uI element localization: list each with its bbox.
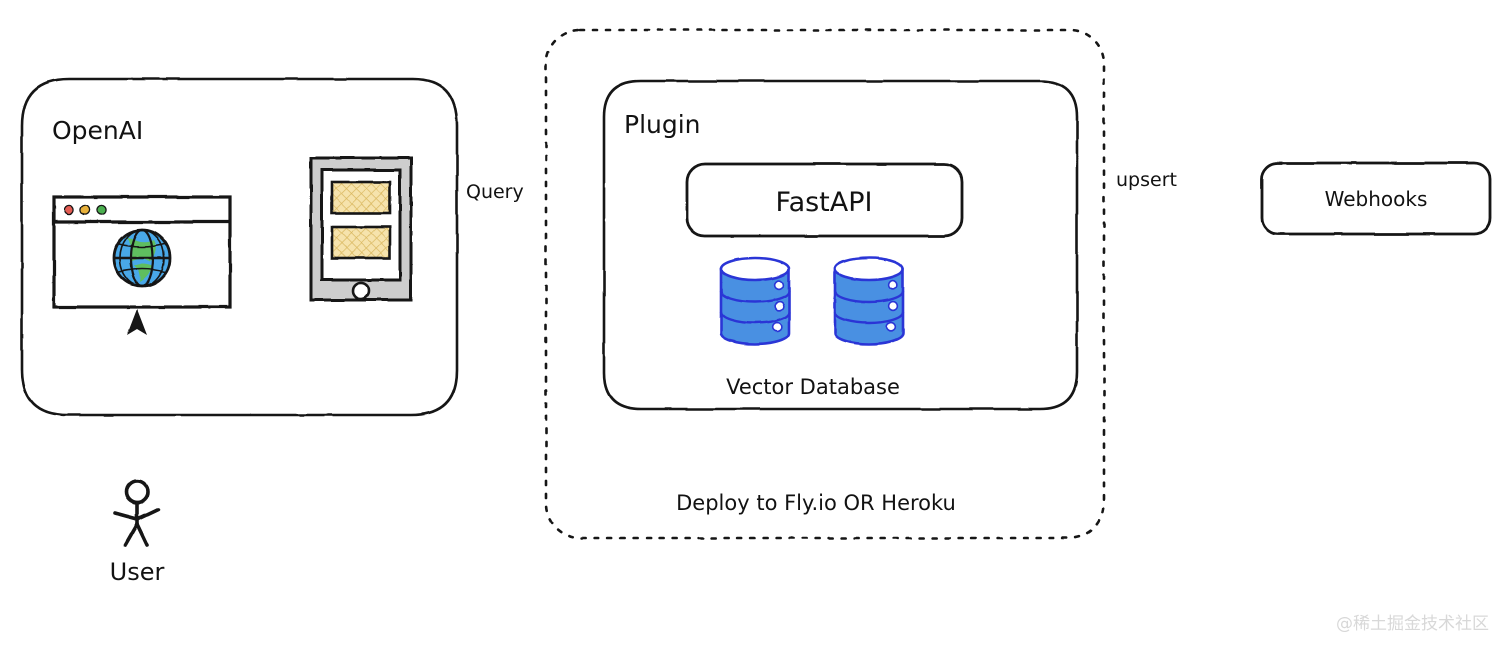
fastapi-label: FastAPI — [776, 187, 873, 218]
highlight-block-1 — [330, 180, 392, 215]
vector-database-label: Vector Database — [726, 375, 900, 399]
edge-user-to-browser — [127, 309, 147, 484]
mobile-device-icon — [309, 156, 413, 302]
fastapi-node[interactable]: FastAPI — [685, 162, 964, 238]
highlight-block-2 — [330, 225, 392, 260]
globe-icon — [112, 228, 172, 288]
upsert-edge-label: upsert — [1116, 169, 1177, 191]
home-button-icon — [351, 281, 371, 301]
user-label: User — [110, 558, 165, 586]
vector-database-cylinder-2 — [833, 256, 905, 346]
query-edge-label: Query — [466, 181, 524, 203]
webhooks-node[interactable]: Webhooks — [1260, 161, 1492, 236]
deploy-note-label: Deploy to Fly.io OR Heroku — [676, 491, 956, 515]
browser-window-icon — [52, 195, 232, 309]
watermark: @稀土掘金技术社区 — [1336, 614, 1489, 634]
webhooks-label: Webhooks — [1325, 187, 1428, 211]
vector-database-cylinder-1 — [719, 256, 791, 346]
plugin-container-label: Plugin — [624, 110, 701, 139]
openai-container-label: OpenAI — [52, 116, 143, 145]
user-figure-icon — [113, 479, 160, 547]
